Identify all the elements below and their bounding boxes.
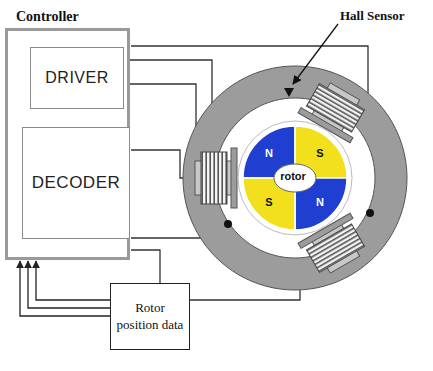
box-label: DECODER [32, 173, 121, 193]
data-arrow [36, 261, 110, 300]
box-label: Controller [16, 9, 79, 25]
rotor-disc: NSrotorSN [243, 126, 347, 230]
pole-label: S [265, 197, 272, 208]
controller-box: ControllerDRIVERDECODER [5, 28, 130, 260]
leader-line [293, 24, 338, 84]
stator [183, 66, 407, 290]
position-data-box: Rotor position data [110, 283, 190, 350]
callout-label: Hall Sensor [340, 8, 405, 24]
pole-label: N [316, 197, 324, 208]
pole-label: rotor [280, 171, 306, 182]
box-label: Rotor position data [115, 300, 185, 333]
data-arrow [28, 261, 110, 308]
driver-box: DRIVER [30, 47, 124, 109]
data-arrow [20, 261, 110, 316]
pole-label: N [265, 148, 273, 159]
decoder-box: DECODER [22, 127, 130, 239]
box-label: DRIVER [45, 69, 108, 87]
pole-label: S [316, 148, 323, 159]
